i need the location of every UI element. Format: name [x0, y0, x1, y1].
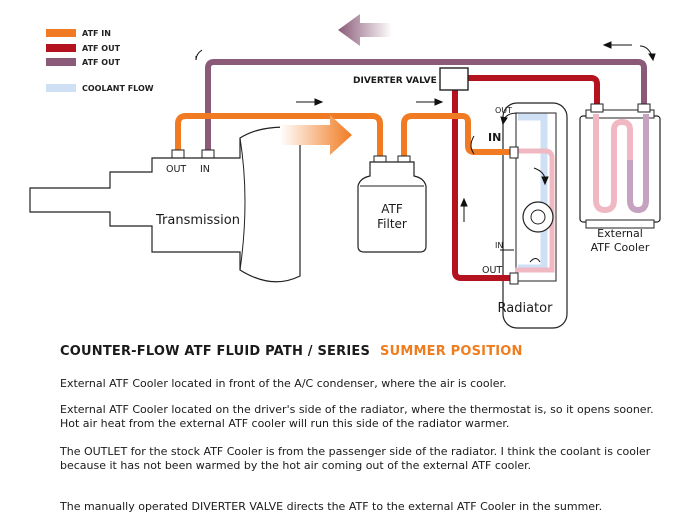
radiator-out-bottom-label: OUT — [482, 265, 502, 276]
arrow-curve-bottom — [529, 258, 541, 263]
paragraph-4: The manually operated DIVERTER VALVE dir… — [60, 500, 603, 513]
atf-filter-label-1: ATF — [381, 202, 403, 216]
fluid-path-diagram: ATF IN ATF OUT ATF OUT COOLANT FLOW DIVE… — [29, 14, 661, 329]
radiator-in-top-label: IN — [488, 131, 501, 144]
atf-in-direction-arrow — [280, 115, 352, 155]
fitting-radiator-in — [509, 146, 519, 159]
legend-swatch-atf-out-purple — [46, 58, 76, 66]
legend-label-atf-in: ATF IN — [82, 29, 111, 38]
arrow-down-coolant — [533, 167, 549, 186]
atf-in-orange-line-radiator — [401, 113, 512, 158]
page-title: COUNTER-FLOW ATF FLUID PATH / SERIES SUMM… — [60, 344, 523, 359]
paragraph-3-line-1: The OUTLET for the stock ATF Cooler is f… — [60, 445, 651, 458]
flow-direction-arrow-large — [338, 14, 392, 46]
arrow-down-purple-left — [195, 49, 203, 61]
transmission-label: Transmission — [155, 213, 240, 228]
arrow-left-purple-top — [602, 41, 632, 49]
legend: ATF IN ATF OUT ATF OUT COOLANT FLOW — [46, 29, 154, 93]
external-cooler-tank-top — [585, 109, 655, 119]
fitting-cooler-out — [637, 103, 651, 113]
atf-filter-body — [357, 161, 427, 253]
atf-out-red-line-radiator — [452, 92, 512, 281]
paragraph-2-line-1: External ATF Cooler located on the drive… — [60, 403, 654, 416]
title-accent: SUMMER POSITION — [380, 344, 523, 359]
transmission-bell-housing — [239, 137, 246, 271]
external-cooler-tank-bottom — [585, 219, 655, 229]
radiator-label: Radiator — [498, 301, 554, 316]
paragraph-1: External ATF Cooler located in front of … — [60, 377, 507, 390]
radiator-cap-inner — [530, 209, 546, 225]
diverter-valve[interactable] — [439, 67, 469, 91]
legend-swatch-atf-out-red — [46, 44, 76, 52]
title-main: COUNTER-FLOW ATF FLUID PATH / SERIES — [60, 344, 371, 359]
arrow-left-top-purple — [639, 45, 656, 62]
transmission-outline — [29, 126, 301, 283]
legend-label-atf-out-purple: ATF OUT — [82, 58, 121, 67]
arrow-right-orange-filter — [416, 98, 444, 106]
atf-in-orange-line-filter — [175, 113, 383, 158]
fitting-trans-in — [201, 149, 215, 159]
diverter-valve-label: DIVERTER VALVE — [353, 76, 437, 86]
atf-out-purple-line — [205, 59, 647, 152]
radiator-atf-tube — [515, 148, 555, 273]
radiator-out-top-label: OUT — [495, 106, 512, 115]
radiator-core — [515, 112, 557, 282]
arrow-up-red — [460, 197, 468, 222]
legend-label-coolant: COOLANT FLOW — [82, 84, 154, 93]
legend-label-atf-out-red: ATF OUT — [82, 44, 121, 53]
trans-in-label: IN — [200, 164, 210, 175]
trans-out-label: OUT — [166, 164, 186, 175]
paragraph-2-line-2: Hot air heat from the external ATF coole… — [60, 417, 510, 430]
legend-swatch-coolant — [46, 84, 76, 92]
external-cooler-label-2: ATF Cooler — [591, 241, 650, 254]
external-cooler-coil-out — [627, 114, 649, 214]
arrow-curve-out-top — [500, 112, 519, 126]
flow-arrows — [195, 41, 656, 263]
fitting-cooler-in — [590, 103, 604, 113]
atf-filter-label-2: Filter — [377, 217, 407, 231]
arrow-curve-in-top — [470, 135, 475, 155]
radiator-in-bottom-label: IN — [495, 241, 503, 250]
arrow-right-orange-top — [296, 98, 324, 106]
paragraph-3-line-2: because it has not been warmed by the ho… — [60, 459, 532, 472]
external-cooler-label-1: External — [597, 227, 643, 240]
fitting-trans-out — [171, 149, 185, 159]
fitting-radiator-out — [509, 272, 519, 285]
legend-swatch-atf-in — [46, 29, 76, 37]
fittings — [171, 103, 651, 285]
